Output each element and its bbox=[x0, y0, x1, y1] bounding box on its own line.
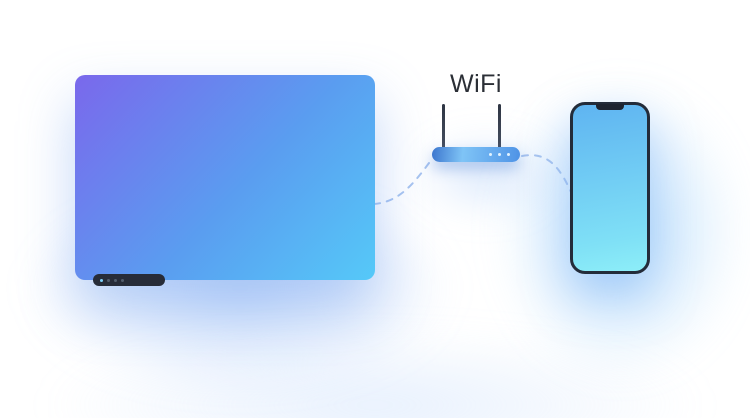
connection-line-tv-to-router bbox=[373, 162, 430, 205]
soundbar-led bbox=[121, 278, 124, 282]
phone-notch bbox=[596, 104, 624, 110]
smartphone bbox=[570, 102, 650, 274]
router-led bbox=[507, 153, 510, 156]
router-body bbox=[432, 147, 520, 162]
soundbar-led bbox=[114, 278, 117, 282]
soundbar-led bbox=[107, 278, 110, 282]
connection-line-router-to-phone bbox=[521, 154, 572, 193]
tv-soundbar bbox=[93, 274, 165, 286]
router-antenna-right bbox=[498, 104, 501, 149]
router-led bbox=[498, 153, 501, 156]
wifi-router bbox=[432, 104, 520, 162]
tv-screen bbox=[75, 75, 375, 286]
soundbar-power-led bbox=[100, 278, 103, 282]
wifi-label: WiFi bbox=[450, 70, 502, 98]
router-led bbox=[489, 153, 492, 156]
router-antenna-left bbox=[442, 104, 445, 149]
